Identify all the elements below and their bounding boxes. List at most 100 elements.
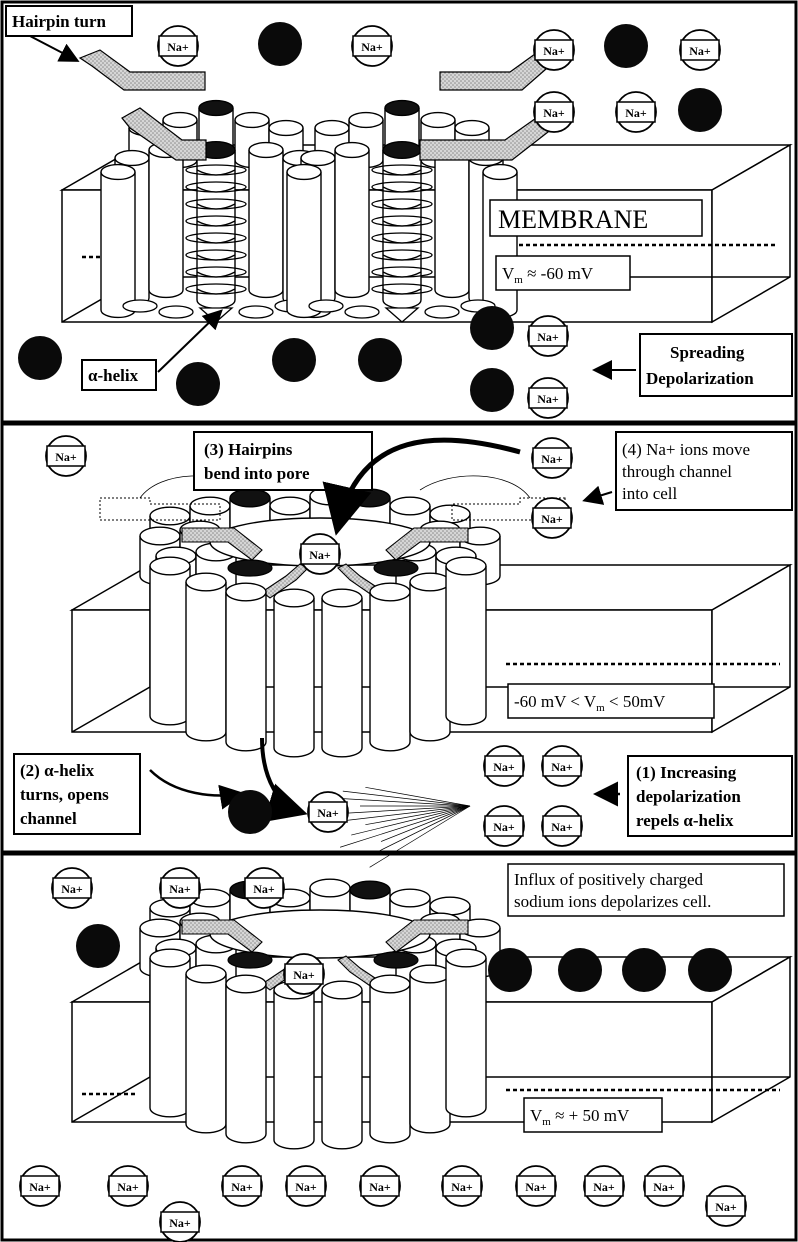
anion <box>228 790 272 834</box>
sodium-ion-label: Na+ <box>55 450 77 464</box>
ring-helix <box>248 141 284 299</box>
range-text: -60 mV < Vm < 50mV <box>514 692 666 714</box>
ch2-hairpin-right <box>385 527 469 561</box>
increasing-line-2: depolarization <box>636 787 741 806</box>
alpha-label: α-helix <box>88 366 139 385</box>
sodium-ion-label: Na+ <box>715 1200 737 1214</box>
membrane-label: MEMBRANE <box>498 205 648 234</box>
turns-box <box>13 753 141 835</box>
helix-bottom <box>424 305 460 319</box>
turns-line-3: channel <box>20 809 77 828</box>
sodium-ion: Na+ <box>531 437 573 479</box>
sodium-ion: Na+ <box>19 1165 61 1207</box>
anion <box>558 948 602 992</box>
sodium-ion: Na+ <box>159 867 201 909</box>
sodium-ion: Na+ <box>541 745 583 787</box>
ch3-wall-helix <box>149 948 191 1118</box>
repulsion-ray <box>340 805 471 814</box>
sodium-ion-label: Na+ <box>253 882 275 896</box>
anion <box>258 22 302 66</box>
move-line-3: into cell <box>622 484 678 503</box>
repulsion-ray <box>342 790 471 807</box>
alpha-label-box <box>81 359 157 391</box>
influx-line-1: Influx of positively charged <box>514 870 704 889</box>
ch3-wall-helix <box>273 980 315 1150</box>
outer-helix <box>100 163 136 319</box>
hairpin-left-lower <box>121 107 207 161</box>
ch3-wall-helix <box>225 974 267 1144</box>
turns-line-1: (2) α-helix <box>20 761 95 780</box>
sodium-ion: Na+ <box>51 867 93 909</box>
sodium-ion: Na+ <box>483 745 525 787</box>
ch2-inner-helix <box>373 559 419 577</box>
sodium-ion: Na+ <box>285 1165 327 1207</box>
sodium-ion: Na+ <box>531 497 573 539</box>
helix-coil-ring <box>185 266 247 278</box>
sodium-ion-label: Na+ <box>543 44 565 58</box>
anion <box>18 336 62 380</box>
sodium-ion: Na+ <box>583 1165 625 1207</box>
hairpin-left-upper <box>78 49 206 91</box>
sodium-ion: Na+ <box>351 25 393 67</box>
ch2-hairpin-left <box>181 527 263 561</box>
sodium-ion-label: Na+ <box>293 968 315 982</box>
helix-bottom <box>122 299 158 313</box>
hairpins-box <box>193 431 373 491</box>
channel-right <box>286 99 518 323</box>
sodium-ion-label: Na+ <box>117 1180 139 1194</box>
anion <box>470 306 514 350</box>
sodium-ion-label: Na+ <box>525 1180 547 1194</box>
move-arrow <box>582 485 613 505</box>
turns-arrow <box>149 769 245 810</box>
sodium-ion: Na+ <box>307 791 349 833</box>
sodium-ion-label: Na+ <box>167 40 189 54</box>
sodium-ion: Na+ <box>527 315 569 357</box>
panel-1-frame <box>0 0 798 424</box>
sodium-ion-label: Na+ <box>169 882 191 896</box>
hairpin-label-box <box>5 5 133 37</box>
turns-line-2: turns, opens <box>20 785 109 804</box>
ring-helix <box>148 141 184 299</box>
open-channel-3 <box>139 878 501 1150</box>
outer-helix <box>286 163 322 319</box>
helix-coil-ring <box>371 266 433 278</box>
ring-helix <box>334 141 370 299</box>
ion-path-arrow <box>322 437 521 536</box>
repulsion-ray <box>380 805 471 842</box>
sodium-ion: Na+ <box>441 1165 483 1207</box>
repulsion-ray <box>339 805 471 848</box>
ch3-wall-helix <box>409 964 451 1134</box>
ch2-wall-helix <box>445 556 487 726</box>
anion <box>488 948 532 992</box>
sodium-ion: Na+ <box>157 25 199 67</box>
ch2-wall-helix <box>225 582 267 752</box>
anion <box>470 368 514 412</box>
former-hairpin-left <box>99 497 221 521</box>
ring-helix <box>434 141 470 299</box>
sodium-ion-label: Na+ <box>541 452 563 466</box>
helix-tip <box>384 307 420 323</box>
repulsion-ray <box>373 805 471 855</box>
repulsion-ray <box>369 805 471 868</box>
sodium-ion-label: Na+ <box>317 806 339 820</box>
ch3-wall-helix <box>321 980 363 1150</box>
sodium-ion-label: Na+ <box>551 820 573 834</box>
range-box <box>507 683 715 719</box>
sodium-ion: Na+ <box>107 1165 149 1207</box>
ch3-wall-helix <box>445 948 487 1118</box>
sodium-ion-label: Na+ <box>493 820 515 834</box>
ch3-inner-helix <box>373 951 419 969</box>
move-box <box>615 431 793 511</box>
helix-push-arrow <box>260 737 308 822</box>
influx-box <box>507 863 785 917</box>
anion <box>688 948 732 992</box>
ch3-wall-helix <box>185 964 227 1134</box>
move-line-1: (4) Na+ ions move <box>622 440 750 459</box>
ch2-wall-helix <box>273 588 315 758</box>
anion <box>272 338 316 382</box>
spreading-box <box>639 333 793 397</box>
helix-coil-ring <box>185 181 247 193</box>
helix-coil-ring <box>185 164 247 176</box>
repulsion-ray <box>365 805 471 826</box>
ch2-wall-helix <box>149 556 191 726</box>
